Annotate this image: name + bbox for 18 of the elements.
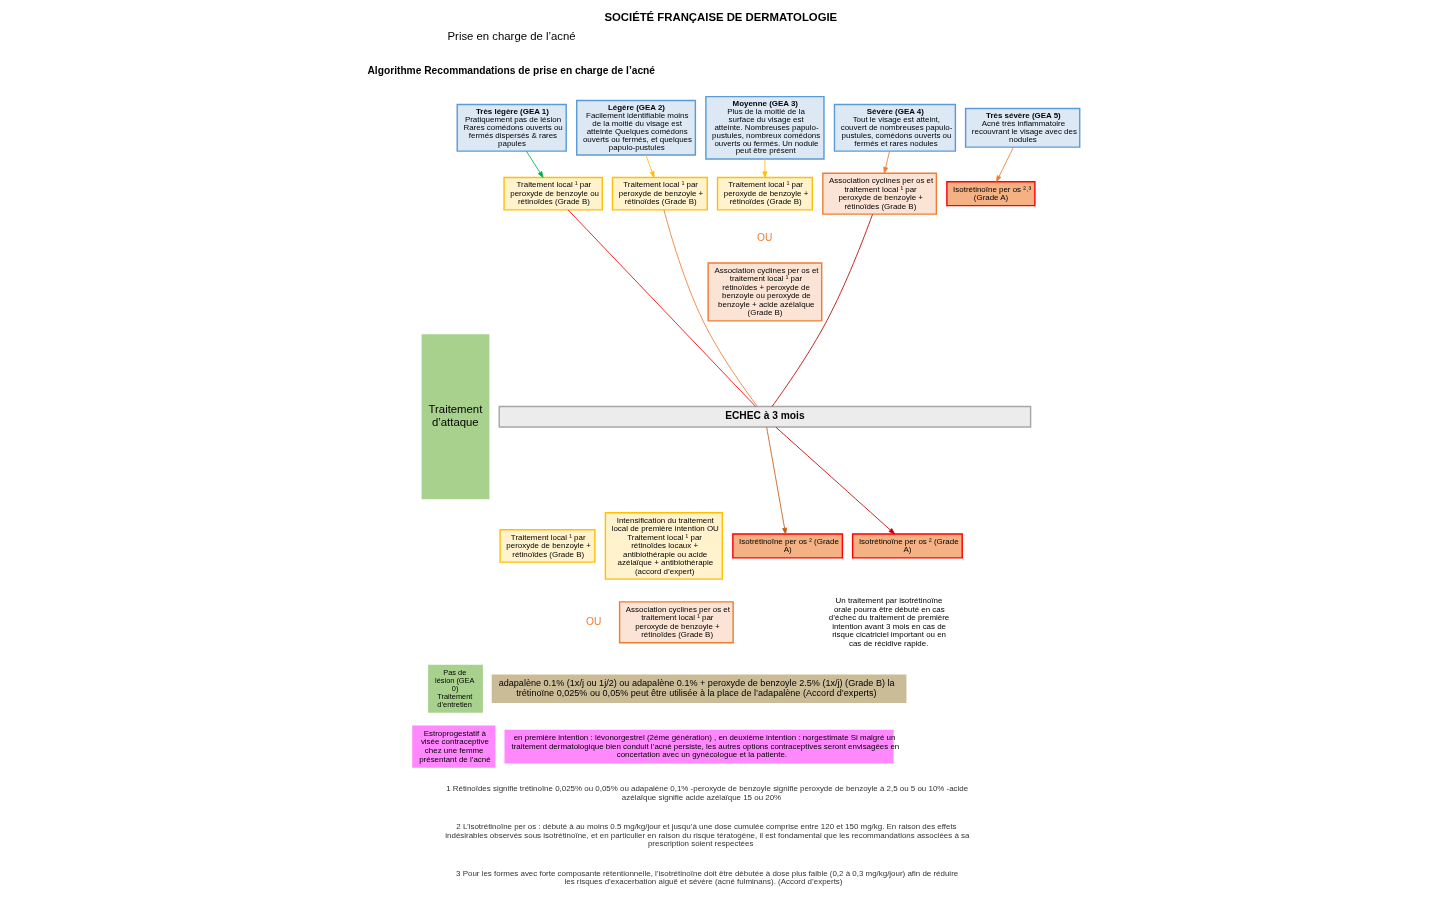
arrow [765,426,787,535]
arrow [762,158,767,178]
diagram-title: SOCIÉTÉ FRANÇAISE DE DERMATOLOGIE [603,11,837,24]
arrow [995,146,1014,183]
label: OU [585,615,601,627]
arrow [525,150,544,178]
arrow [882,150,890,174]
arrow [774,426,895,535]
label: Prise en charge de l’acné [447,30,576,43]
node-box: Traitement d’attaque [421,334,489,500]
arrow [644,154,655,178]
connector [662,209,758,407]
label: OU [756,232,772,244]
label: Algorithme Recommandations de prise en charge de l’acné [367,65,655,77]
node-box: adapalène 0.1% (1x/j ou 1j/2) ou adapalène 0.1% + peroxyde de benzoyle 2.5% (1x/j) (Grade B) la trétinoïne 0,025% ou 0,05% peut être utilisée à la place de l’adapalène (Accord d’experts) [491,674,906,704]
node-box: ECHEC à 3 mois [498,405,1031,428]
connector [771,213,873,407]
connector [567,209,756,407]
